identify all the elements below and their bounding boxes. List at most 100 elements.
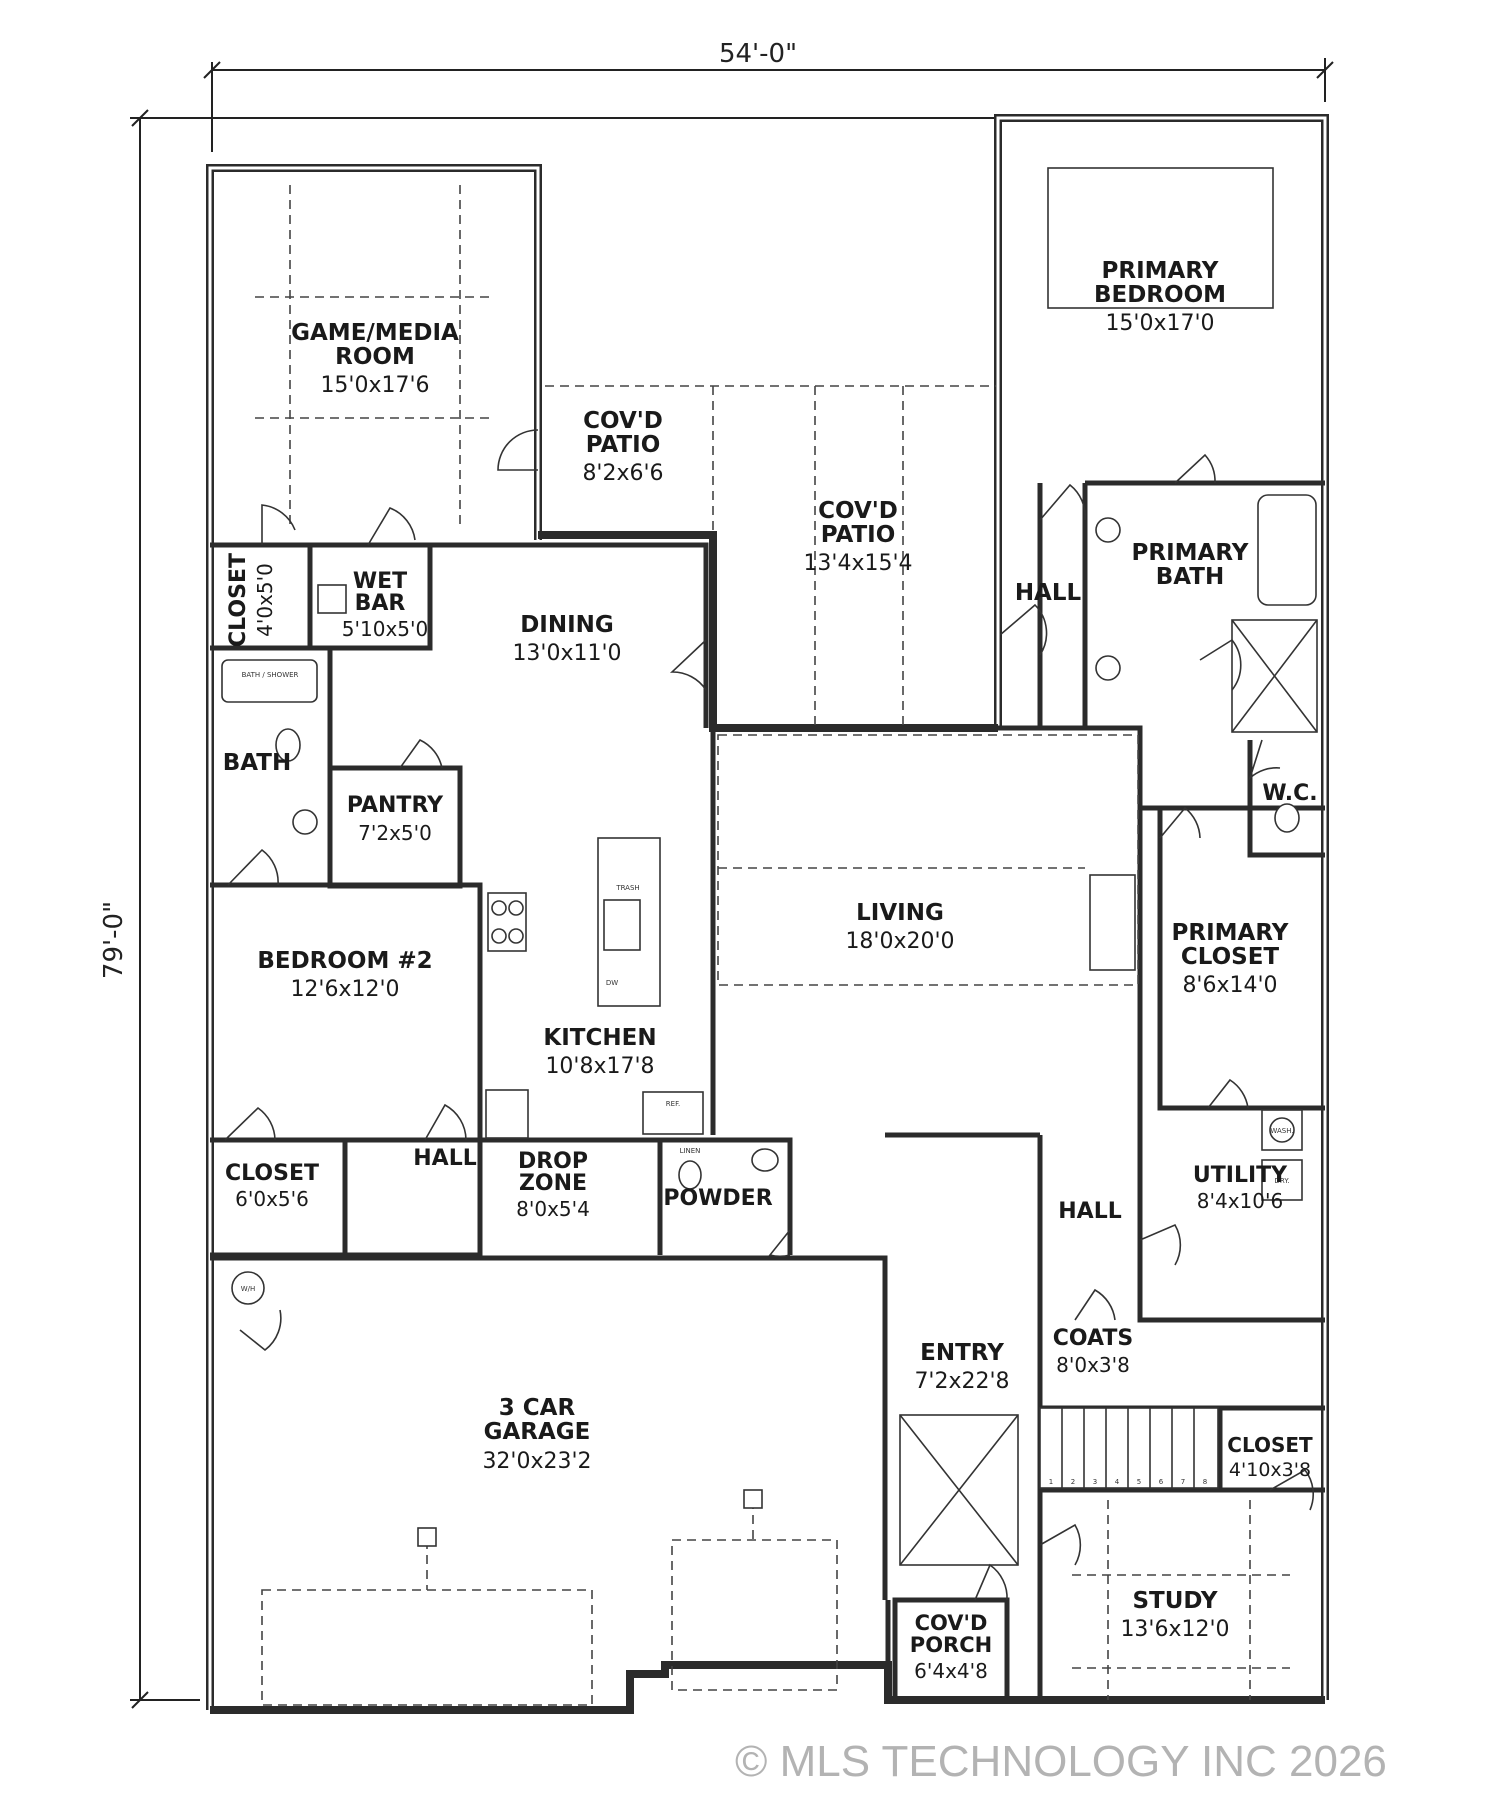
kitchen-sink-icon xyxy=(603,899,641,951)
sink-icon xyxy=(292,809,318,835)
dry-label: DRY. xyxy=(1275,1177,1290,1185)
hall-left-name: HALL xyxy=(413,1146,476,1171)
stair-6: 6 xyxy=(1159,1478,1164,1486)
closet-entry-name: CLOSET xyxy=(1227,1433,1313,1457)
stairs: 1 2 3 4 5 6 7 8 xyxy=(1039,1407,1219,1489)
wetbar-sink-icon xyxy=(317,584,347,614)
drop-zone-name-2: ZONE xyxy=(519,1171,587,1196)
game-room-size: 15'0x17'6 xyxy=(320,373,429,398)
entry-name: ENTRY xyxy=(920,1340,1004,1366)
garage-name: 3 CAR xyxy=(499,1395,576,1421)
exterior-walls xyxy=(206,114,1329,1714)
linen-label: LINEN xyxy=(680,1147,701,1155)
dining-name: DINING xyxy=(520,612,614,638)
oven-icon xyxy=(485,1089,529,1139)
garage-size: 32'0x23'2 xyxy=(482,1449,591,1474)
stair-4: 4 xyxy=(1115,1478,1120,1486)
patio-large-name-2: PATIO xyxy=(821,522,896,548)
bath-shower-label: BATH / SHOWER xyxy=(242,671,299,679)
primary-sink-2-icon xyxy=(1095,655,1121,681)
dw-label: DW xyxy=(606,979,618,987)
bathtub xyxy=(221,659,318,703)
patio-large-size: 13'4x15'4 xyxy=(803,551,912,576)
ceiling-lines xyxy=(255,167,1290,1706)
primary-closet-size: 8'6x14'0 xyxy=(1182,973,1277,998)
fireplace-icon xyxy=(1089,874,1136,971)
closet-small-name: CLOSET xyxy=(226,553,251,647)
primary-closet-name: PRIMARY xyxy=(1172,920,1289,946)
dining-size: 13'0x11'0 xyxy=(512,641,621,666)
wet-bar-name-2: BAR xyxy=(355,591,406,616)
hall-right-name: HALL xyxy=(1058,1199,1121,1224)
wh-label: W/H xyxy=(241,1285,256,1293)
living-size: 18'0x20'0 xyxy=(845,929,954,954)
primary-bath-name: PRIMARY xyxy=(1132,540,1249,566)
game-room-name: GAME/MEDIA xyxy=(291,320,459,346)
patio-large-name: COV'D xyxy=(818,498,898,524)
porch-name-2: PORCH xyxy=(910,1633,992,1657)
kitchen-size: 10'8x17'8 xyxy=(545,1054,654,1079)
fixtures: BATH / SHOWER TRASH DW REF. LINEN W/H xyxy=(221,494,1318,1566)
dryer-icon xyxy=(1261,1159,1303,1201)
fridge-icon xyxy=(642,1091,704,1135)
bath-name: BATH xyxy=(223,750,291,776)
living-name: LIVING xyxy=(856,900,944,926)
primary-bath-name-2: BATH xyxy=(1156,564,1224,590)
watermark: © MLS TECHNOLOGY INC 2026 xyxy=(735,1737,1387,1786)
doors xyxy=(224,429,1314,1601)
porch-name: COV'D xyxy=(915,1611,988,1635)
closet-bed2-name: CLOSET xyxy=(225,1161,319,1186)
garage-name-2: GARAGE xyxy=(484,1419,591,1445)
coats-name: COATS xyxy=(1053,1326,1133,1351)
game-room-name-2: ROOM xyxy=(335,344,415,370)
study-name: STUDY xyxy=(1132,1588,1217,1614)
porch-size: 6'4x4'8 xyxy=(914,1659,988,1683)
bedroom2-size: 12'6x12'0 xyxy=(290,977,399,1002)
water-heater-icon xyxy=(231,1271,265,1305)
stair-1: 1 xyxy=(1049,1478,1053,1486)
room-labels: GAME/MEDIA ROOM 15'0x17'6 COV'D PATIO 8'… xyxy=(223,258,1318,1683)
primary-bedroom-name-2: BEDROOM xyxy=(1094,282,1226,308)
study-size: 13'6x12'0 xyxy=(1120,1617,1229,1642)
closet-bed2-size: 6'0x5'6 xyxy=(235,1187,309,1211)
hall-primary-name: HALL xyxy=(1015,580,1082,606)
toilet-icon xyxy=(275,728,301,762)
closet-entry-size: 4'10x3'8 xyxy=(1229,1459,1311,1481)
patio-small-size: 8'2x6'6 xyxy=(582,461,663,486)
primary-bedroom-name: PRIMARY xyxy=(1102,258,1219,284)
stair-7: 7 xyxy=(1181,1478,1185,1486)
coats-size: 8'0x3'8 xyxy=(1056,1353,1130,1377)
freestanding-tub-icon xyxy=(1257,494,1317,606)
wet-bar-name: WET xyxy=(353,569,407,594)
ref-label: REF. xyxy=(666,1100,680,1108)
wc-toilet-icon xyxy=(1274,803,1300,833)
pantry-name: PANTRY xyxy=(347,793,444,818)
patio-small-name: COV'D xyxy=(583,408,663,434)
primary-closet-name-2: CLOSET xyxy=(1181,944,1280,970)
stair-5: 5 xyxy=(1137,1478,1141,1486)
width-label: 54'-0" xyxy=(719,39,797,69)
wc-name: W.C. xyxy=(1262,781,1317,806)
primary-sink-1-icon xyxy=(1095,517,1121,543)
pantry-size: 7'2x5'0 xyxy=(358,821,432,845)
kitchen-name: KITCHEN xyxy=(543,1025,656,1051)
patio-small-name-2: PATIO xyxy=(586,432,661,458)
width-dimension: 54'-0" xyxy=(203,39,1334,152)
drop-zone-name: DROP xyxy=(518,1149,588,1174)
depth-label: 79'-0" xyxy=(99,901,129,979)
trash-label: TRASH xyxy=(615,884,639,892)
stair-8: 8 xyxy=(1203,1478,1207,1486)
primary-bedroom-size: 15'0x17'0 xyxy=(1105,311,1214,336)
depth-dimension: 79'-0" xyxy=(99,109,1000,1709)
stair-3: 3 xyxy=(1093,1478,1097,1486)
powder-sink-icon xyxy=(751,1148,779,1172)
powder-name: POWDER xyxy=(663,1186,772,1211)
interior-walls xyxy=(210,480,1325,1703)
entry-size: 7'2x22'8 xyxy=(914,1369,1009,1394)
wash-label: WASH. xyxy=(1270,1127,1293,1135)
utility-size: 8'4x10'6 xyxy=(1197,1189,1283,1213)
utility-name: UTILITY xyxy=(1193,1163,1288,1188)
wet-bar-size: 5'10x5'0 xyxy=(342,617,428,641)
powder-toilet-icon xyxy=(678,1160,702,1190)
